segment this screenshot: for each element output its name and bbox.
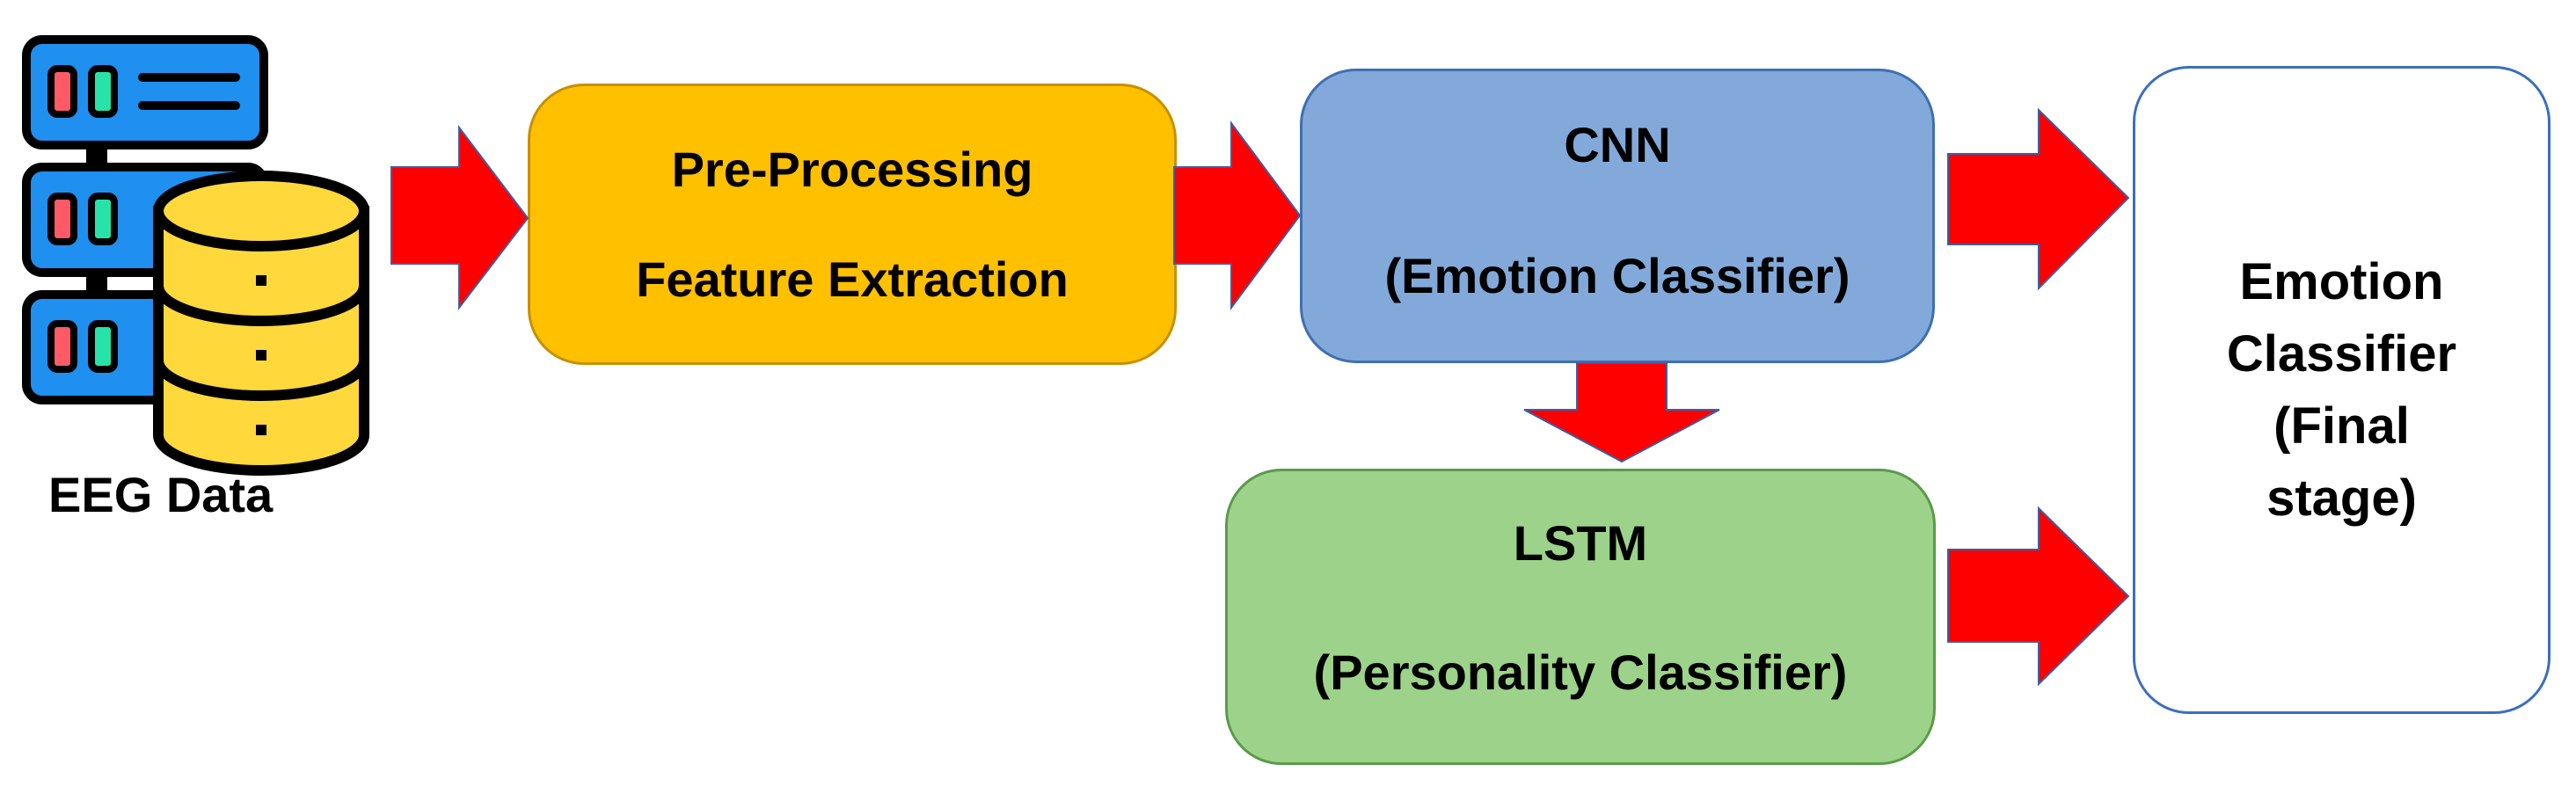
final-label-line-1: Emotion: [2239, 252, 2444, 310]
arrow-preprocessing-to-cnn: [1173, 120, 1302, 311]
cnn-title: CNN: [1564, 117, 1671, 172]
arrow-lstm-to-final: [1947, 506, 2130, 687]
cnn-subtitle: (Emotion Classifier): [1384, 248, 1850, 304]
final-label-line-3: (Final: [2273, 397, 2410, 455]
lstm-box: LSTM (Personality Classifier): [1225, 469, 1936, 765]
arrow-eeg-to-preprocessing: [390, 125, 529, 310]
feature-extraction-label: Feature Extraction: [636, 251, 1069, 307]
arrow-cnn-to-lstm: [1523, 362, 1720, 463]
eeg-data-label: EEG Data: [48, 467, 274, 522]
lstm-subtitle: (Personality Classifier): [1313, 645, 1848, 701]
preprocessing-box: Pre-Processing Feature Extraction: [528, 84, 1177, 365]
final-classifier-box: Emotion Classifier (Final stage): [2133, 66, 2550, 714]
preprocessing-label: Pre-Processing: [671, 141, 1033, 197]
arrow-cnn-to-final: [1947, 107, 2130, 291]
cnn-box: CNN (Emotion Classifier): [1300, 69, 1935, 363]
final-label-line-4: stage): [2266, 469, 2417, 527]
database-icon: [153, 171, 369, 476]
final-label-line-2: Classifier: [2226, 324, 2457, 382]
lstm-title: LSTM: [1513, 515, 1648, 571]
